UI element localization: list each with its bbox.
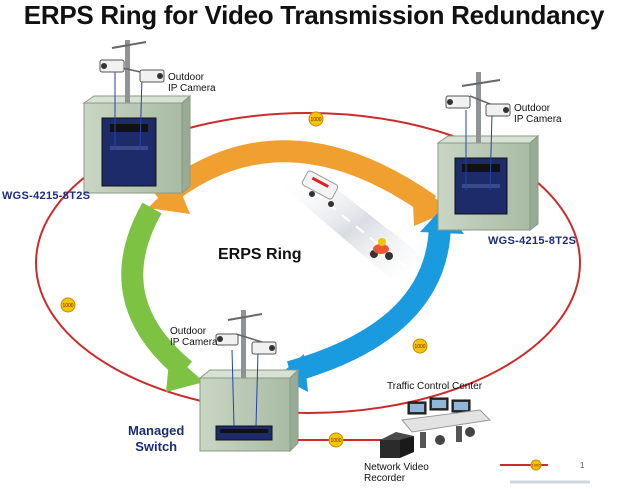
left-switch-model: WGS-4215-8T2S [2, 190, 91, 202]
right-camera-label-line2: IP Camera [514, 114, 562, 125]
diagram-title: ERPS Ring for Video Transmission Redunda… [23, 0, 605, 30]
bottom-cabinet [198, 310, 300, 453]
bottom-camera-2-icon [251, 341, 277, 355]
nvr-icon [380, 432, 414, 458]
right-cabinet [436, 72, 540, 231]
left-camera-label: Outdoor IP Camera [168, 72, 216, 94]
ring-label: ERPS Ring [218, 246, 302, 263]
right-camera-label: Outdoor IP Camera [514, 103, 562, 125]
left-camera-2-icon [139, 69, 165, 83]
link-badge-top-text: 1000 [310, 117, 321, 123]
right-camera-2-icon [485, 103, 511, 117]
nvr-label: Network Video Recorder [364, 462, 429, 484]
bottom-camera-label-line2: IP Camera [170, 337, 218, 348]
link-badge-left-text: 1000 [62, 303, 73, 309]
traffic-control-center-label: Traffic Control Center [387, 381, 483, 392]
legend-note: 1 [580, 461, 585, 470]
left-camera-label-line1: Outdoor [168, 72, 205, 83]
managed-switch-label: Managed Switch [128, 423, 184, 455]
left-camera-label-line2: IP Camera [168, 83, 216, 94]
managed-switch-label-line1: Managed [128, 423, 185, 438]
bottom-camera-label-line1: Outdoor [170, 326, 207, 337]
link-badge-nvr: 1000 [328, 432, 344, 448]
traffic-control-center-icon [401, 397, 492, 448]
legend: 1000 1 [500, 459, 590, 484]
road-scene [282, 170, 430, 278]
bottom-camera-label: Outdoor IP Camera [170, 326, 218, 348]
right-switch-model: WGS-4215-8T2S [488, 235, 577, 247]
ring-link [35, 112, 581, 414]
managed-switch-label-line2: Switch [135, 439, 178, 454]
link-badge-right-text: 1000 [414, 344, 425, 350]
motorcycle-icon [370, 238, 393, 260]
nvr-label-line1: Network Video [364, 462, 429, 473]
right-camera-label-line1: Outdoor [514, 103, 551, 114]
link-badge-nvr-text: 1000 [330, 438, 341, 444]
green-ring-arrow [121, 202, 204, 392]
left-camera-1-icon [99, 59, 125, 73]
legend-badge-text: 1000 [532, 463, 542, 468]
nvr-label-line2: Recorder [364, 473, 406, 484]
link-badge-right: 1000 [412, 338, 428, 354]
bottom-camera-1-icon [215, 333, 239, 346]
left-cabinet [82, 40, 192, 195]
right-camera-1-icon [445, 95, 471, 109]
link-badge-left: 1000 [60, 297, 76, 313]
link-badge-top: 1000 [308, 111, 324, 127]
ambulance-icon [301, 170, 339, 207]
